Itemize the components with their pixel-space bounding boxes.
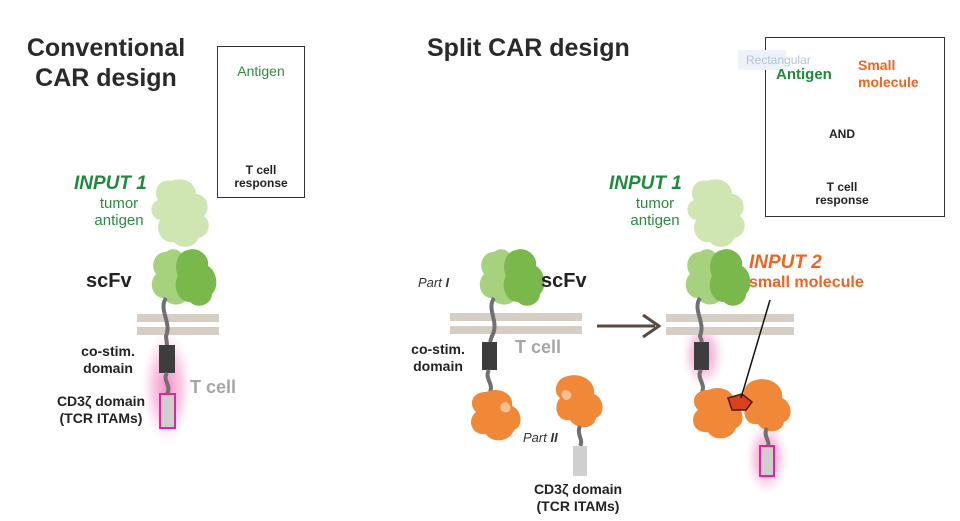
cd3-domain: [759, 445, 775, 477]
intracellular-linker: [697, 368, 705, 393]
conventional-title-line1: Conventional: [26, 34, 186, 62]
conventional-car-receptor: [137, 179, 219, 445]
tumor-antigen-blob: [687, 179, 745, 247]
and-antigen-label: Antigen: [776, 66, 832, 83]
split-input1-sub-line1: tumor: [635, 195, 675, 212]
cell-membrane-inner: [666, 327, 794, 335]
intracellular-linker: [576, 425, 584, 448]
and-gate-label: AND: [829, 127, 855, 141]
tcell-label: T cell: [190, 377, 237, 397]
hinge-linker: [161, 296, 170, 346]
costim-label-line2: domain: [83, 360, 133, 376]
and-output-line1: T cell: [826, 180, 858, 194]
cd3-label-line2: (TCR ITAMs): [59, 410, 143, 426]
scfv-label: scFv: [86, 270, 132, 292]
split-tcell-label: T cell: [515, 337, 562, 357]
cd3-domain: [573, 446, 587, 476]
input2-label: INPUT 2: [749, 252, 822, 273]
tumor-antigen-blob: [151, 179, 209, 247]
logic-output-line2: response: [234, 176, 288, 190]
costim-domain: [694, 342, 709, 370]
input1-sub-line2: antigen: [94, 212, 144, 229]
intracellular-linker: [485, 368, 493, 393]
and-small-molecule-line1: Small: [858, 57, 896, 73]
scfv-dark-lobe: [709, 249, 751, 306]
cell-membrane-inner: [137, 327, 219, 335]
part2-label: Part II: [523, 430, 558, 445]
shape-tooltip-label: Rectangular: [746, 53, 811, 67]
split-car-part2: [555, 375, 603, 476]
costim-domain: [159, 345, 175, 373]
split-input1-sub-line2: antigen: [630, 212, 680, 229]
part2-prefix: Part: [523, 430, 547, 445]
split-costim-line1: co-stim.: [411, 341, 465, 357]
domain-highlight: [561, 390, 572, 400]
transition-arrowhead: [642, 313, 662, 339]
costim-domain: [482, 342, 497, 370]
input2-pointer-line: [740, 299, 771, 399]
split-cd3-line1: CD3ζ domain: [533, 481, 623, 497]
split-costim-line2: domain: [413, 358, 463, 374]
split-input1-label: INPUT 1: [609, 173, 682, 194]
cell-membrane-inner: [450, 326, 582, 334]
hinge-linker: [488, 296, 497, 343]
dimerization-domain-b: [555, 375, 603, 428]
cd3-label-line1: CD3ζ domain: [56, 393, 146, 409]
cell-membrane-outer: [137, 314, 219, 322]
scfv-dark-lobe: [503, 249, 545, 306]
dimerization-domain-b: [743, 379, 791, 432]
costim-label-line1: co-stim.: [81, 343, 135, 359]
and-small-molecule-line2: molecule: [858, 74, 919, 90]
domain-highlight: [500, 402, 511, 413]
logic-output-line1: T cell: [245, 163, 277, 177]
intracellular-linker: [163, 371, 171, 396]
assembled-split-car: [666, 179, 794, 496]
part1-numeral: I: [445, 275, 450, 290]
conventional-title-line2: CAR design: [35, 64, 177, 92]
split-title: Split CAR design: [427, 34, 630, 62]
part1-label: Part I: [418, 275, 449, 290]
logic-antigen-label: Antigen: [237, 63, 285, 79]
input1-label: INPUT 1: [74, 173, 147, 194]
split-car-part1: [450, 249, 582, 441]
dimerization-domain-a: [471, 389, 521, 441]
shape-tooltip-overlay: Rectangular: [738, 50, 811, 70]
and-output-line2: response: [815, 193, 869, 207]
split-cd3-line2: (TCR ITAMs): [536, 498, 620, 514]
small-molecule: [727, 393, 754, 411]
conventional-logic-box: [217, 46, 305, 198]
and-logic-box: [765, 37, 945, 217]
hinge-linker: [695, 296, 704, 343]
cell-membrane-outer: [666, 314, 794, 322]
part1-prefix: Part: [418, 275, 442, 290]
split-scfv-label: scFv: [541, 270, 587, 292]
scfv-dark-lobe: [175, 249, 217, 306]
input1-sub-line1: tumor: [99, 195, 139, 212]
part2-numeral: II: [550, 430, 558, 445]
input2-sub-label: small molecule: [749, 274, 864, 291]
cell-membrane-outer: [450, 313, 582, 321]
cd3-domain: [159, 393, 176, 429]
